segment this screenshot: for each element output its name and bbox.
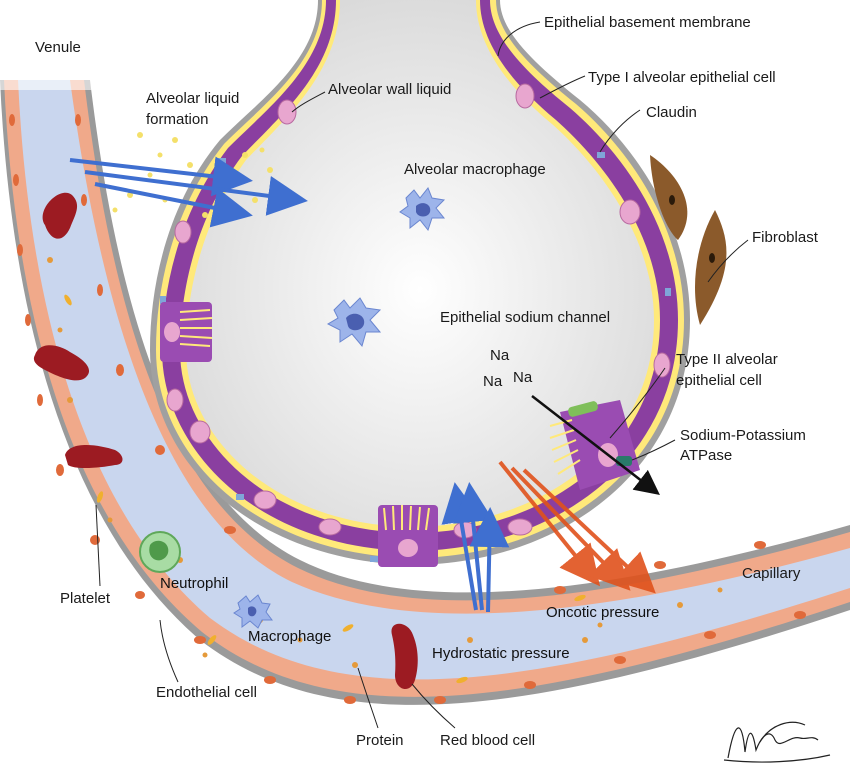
fibroblast-2	[695, 210, 727, 325]
type2-cell-right	[549, 400, 640, 490]
label-red-blood-cell: Red blood cell	[440, 732, 535, 749]
label-hydrostatic-pressure: Hydrostatic pressure	[432, 645, 570, 662]
label-venule: Venule	[35, 39, 81, 56]
oncotic-arrows	[498, 460, 656, 594]
label-alveolar-liquid-formation-2: formation	[146, 111, 209, 128]
proteins	[47, 257, 723, 668]
alveolar-airspace	[186, 0, 654, 527]
type2-cell-left	[160, 302, 213, 362]
hydrostatic-arrows	[441, 482, 510, 613]
label-sodium-potassium-2: ATPase	[680, 447, 732, 464]
text-labels: Venule Alveolar liquid formation Alveola…	[35, 14, 819, 749]
label-capillary: Capillary	[742, 565, 801, 582]
label-type2-cell-2: epithelial cell	[676, 372, 762, 389]
label-neutrophil: Neutrophil	[160, 575, 228, 592]
na-k-atpase	[616, 456, 632, 466]
fibroblast-1	[650, 155, 688, 240]
label-epithelial-sodium-channel: Epithelial sodium channel	[440, 309, 610, 326]
label-claudin: Claudin	[646, 104, 697, 121]
label-type2-cell-1: Type II alveolar	[676, 351, 778, 368]
alveolar-macrophage-2	[326, 297, 382, 348]
capillary-macrophage	[233, 594, 273, 629]
rbc-4	[391, 623, 418, 690]
label-fibroblast: Fibroblast	[752, 229, 819, 246]
liquid-formation-arrows	[69, 156, 308, 228]
platelets	[64, 294, 586, 684]
blood-vessel	[0, 60, 850, 705]
endothelial-nuclei	[9, 114, 806, 704]
label-na-1: Na	[490, 347, 510, 364]
sodium-transport-arrow	[531, 395, 660, 496]
label-type1-cell: Type I alveolar epithelial cell	[588, 69, 776, 86]
label-alveolar-liquid-formation-1: Alveolar liquid	[146, 90, 239, 107]
label-macrophage: Macrophage	[248, 628, 331, 645]
neutrophil-cell	[139, 531, 181, 573]
red-blood-cells	[33, 192, 418, 690]
label-epithelial-basement-membrane: Epithelial basement membrane	[544, 14, 751, 31]
label-protein: Protein	[356, 732, 404, 749]
artist-signature	[723, 721, 831, 763]
fibroblasts	[650, 155, 727, 325]
rbc-2	[33, 345, 90, 381]
label-na-3: Na	[513, 369, 533, 386]
label-oncotic-pressure: Oncotic pressure	[546, 604, 659, 621]
leader-lines	[95, 21, 749, 729]
label-na-2: Na	[483, 373, 503, 390]
type1-nuclei	[166, 83, 671, 539]
label-platelet: Platelet	[60, 590, 111, 607]
alveolar-macrophage-1	[399, 187, 446, 232]
label-alveolar-macrophage: Alveolar macrophage	[404, 161, 546, 178]
sodium-channel	[568, 401, 598, 417]
type2-cell-bottom	[378, 505, 438, 567]
label-endothelial-cell: Endothelial cell	[156, 684, 257, 701]
label-alveolar-wall-liquid: Alveolar wall liquid	[328, 81, 451, 98]
rbc-3	[65, 445, 123, 469]
rbc-1	[42, 192, 78, 239]
label-sodium-potassium-1: Sodium-Potassium	[680, 427, 806, 444]
